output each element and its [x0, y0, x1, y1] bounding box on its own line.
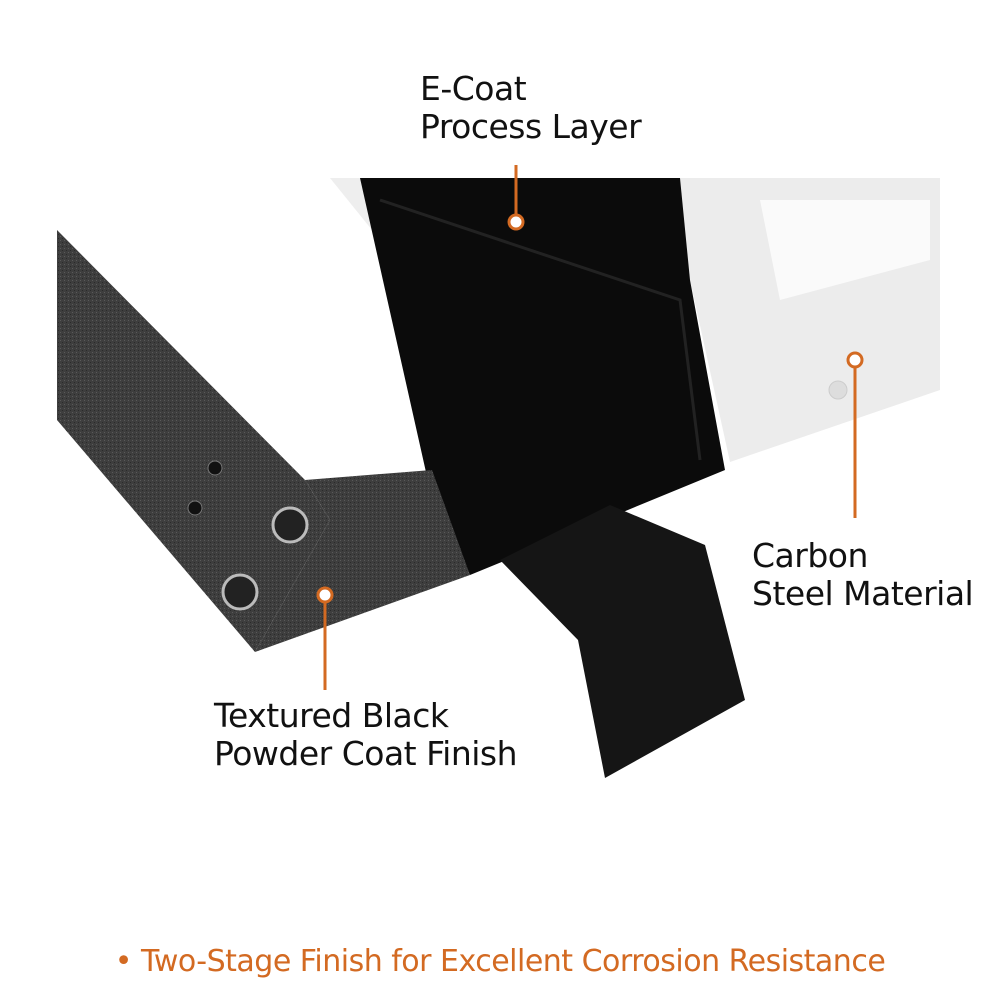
- ecoat-channel-edge: [379, 198, 702, 461]
- callout-powder-label: Textured Black Powder Coat Finish: [214, 696, 518, 773]
- bolt: [221, 573, 259, 611]
- bolts: [187, 380, 848, 611]
- callout-carbon-label: Carbon Steel Material: [752, 536, 974, 613]
- bolt: [828, 380, 848, 400]
- bare-steel-edge: [330, 178, 372, 230]
- callout-ecoat-line1: E-Coat: [420, 69, 527, 108]
- foot-bracket: [500, 505, 745, 778]
- left-arm: [57, 230, 330, 652]
- callout-ecoat-marker: [507, 165, 525, 231]
- bullet-icon: •: [114, 944, 133, 979]
- bolt: [187, 500, 203, 516]
- callout-ecoat-line2: Process Layer: [420, 107, 642, 146]
- callout-carbon-marker: [846, 351, 864, 518]
- caption: • Two-Stage Finish for Excellent Corrosi…: [0, 944, 1000, 979]
- callout-powder-line2: Powder Coat Finish: [214, 734, 518, 773]
- callout-ecoat-label: E-Coat Process Layer: [420, 69, 642, 146]
- bolt: [207, 460, 223, 476]
- callout-carbon-line1: Carbon: [752, 536, 868, 575]
- caption-text: Two-Stage Finish for Excellent Corrosion…: [140, 944, 886, 979]
- callout-powder-line1: Textured Black: [214, 696, 449, 735]
- bolt: [271, 506, 309, 544]
- ecoat-section: [360, 178, 725, 575]
- crossbar: [255, 470, 470, 652]
- callout-carbon-line2: Steel Material: [752, 574, 974, 613]
- callout-powder-marker: [316, 586, 334, 690]
- bare-steel-inner: [760, 200, 930, 300]
